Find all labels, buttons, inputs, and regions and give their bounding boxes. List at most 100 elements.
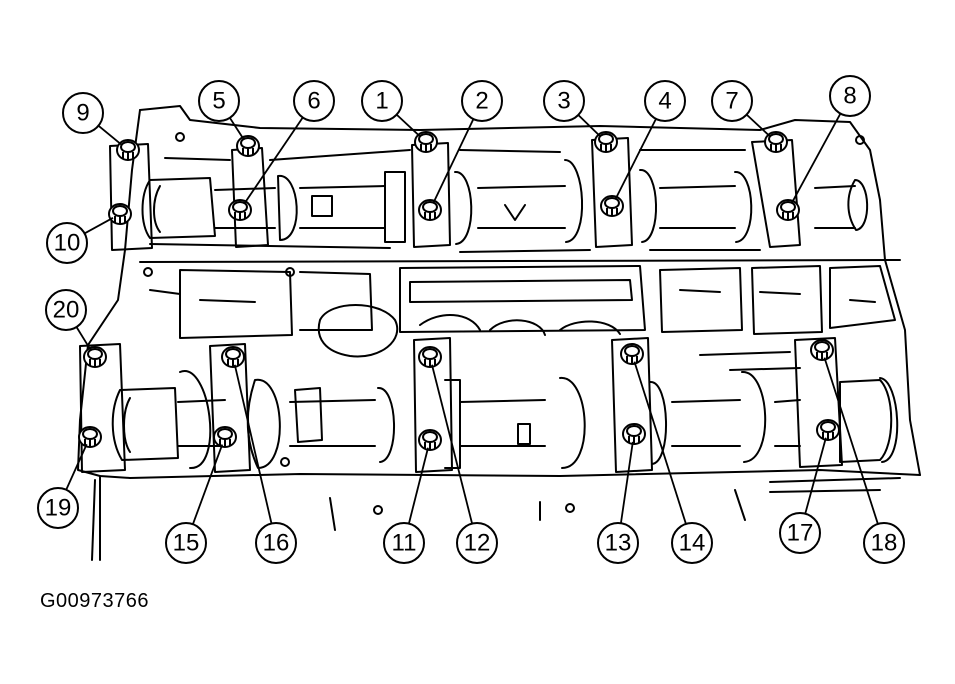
callout-circle <box>45 289 87 331</box>
callout-19: 19 <box>37 487 79 529</box>
callout-9: 9 <box>62 92 104 134</box>
leader-line <box>233 364 273 524</box>
callout-circle <box>863 522 905 564</box>
leader-line <box>65 443 88 491</box>
bolt-head <box>418 429 442 451</box>
leader-line <box>620 441 634 524</box>
leader-line <box>746 113 771 138</box>
callout-circle <box>597 522 639 564</box>
callout-number: 3 <box>557 87 570 114</box>
callout-number: 14 <box>679 529 706 556</box>
callout-circle <box>46 222 88 264</box>
callout-16: 16 <box>255 522 297 564</box>
bolt-head <box>83 346 107 368</box>
callout-8: 8 <box>829 75 871 117</box>
callout-circle <box>543 80 585 122</box>
callout-13: 13 <box>597 522 639 564</box>
callout-number: 15 <box>173 529 200 556</box>
bolt-head <box>600 195 624 217</box>
callout-circle <box>383 522 425 564</box>
callout-number: 10 <box>54 229 81 256</box>
callout-circle <box>829 75 871 117</box>
callout-circle <box>37 487 79 529</box>
bolt-head <box>78 426 102 448</box>
bolt-head <box>108 203 132 225</box>
callout-circle <box>456 522 498 564</box>
leader-line <box>97 125 123 146</box>
leader-line <box>243 117 304 204</box>
bolt-head <box>816 419 840 441</box>
callout-3: 3 <box>543 80 585 122</box>
callout-12: 12 <box>456 522 498 564</box>
leader-line <box>791 113 842 204</box>
callout-number: 17 <box>787 519 814 546</box>
bolt-head <box>228 199 252 221</box>
callout-number: 16 <box>263 529 290 556</box>
callout-11: 11 <box>383 522 425 564</box>
leader-line <box>823 357 879 525</box>
callout-18: 18 <box>863 522 905 564</box>
callout-number: 19 <box>45 494 72 521</box>
callout-circle <box>62 92 104 134</box>
bolt-head <box>594 131 618 153</box>
bolt-head <box>776 199 800 221</box>
leader-line <box>408 447 429 524</box>
bolt-head <box>221 346 245 368</box>
callout-number: 4 <box>658 87 671 114</box>
callout-circle <box>671 522 713 564</box>
bolt-heads <box>78 131 840 451</box>
leader-line <box>84 217 114 235</box>
bolt-head <box>620 343 644 365</box>
leader-line <box>192 444 224 525</box>
callout-circle <box>461 80 503 122</box>
bolt-head <box>622 423 646 445</box>
callout-10: 10 <box>46 222 88 264</box>
callout-circle <box>165 522 207 564</box>
callout-number: 6 <box>307 87 320 114</box>
callout-14: 14 <box>671 522 713 564</box>
leader-line <box>75 326 92 351</box>
callout-5: 5 <box>198 80 240 122</box>
callout-circle <box>293 80 335 122</box>
bolt-head <box>418 199 442 221</box>
bolt-head <box>116 139 140 161</box>
callout-7: 7 <box>711 80 753 122</box>
callout-circle <box>255 522 297 564</box>
callout-number: 7 <box>725 87 738 114</box>
callout-15: 15 <box>165 522 207 564</box>
callout-17: 17 <box>779 512 821 554</box>
bolt-head <box>414 131 438 153</box>
bolt-head <box>810 339 834 361</box>
callout-number: 11 <box>392 529 417 556</box>
leader-line <box>431 364 473 524</box>
leader-line <box>432 118 475 204</box>
callout-number: 20 <box>53 296 80 323</box>
callout-circle <box>711 80 753 122</box>
callout-circle <box>361 80 403 122</box>
leader-line <box>633 361 687 525</box>
callout-circle <box>198 80 240 122</box>
leader-lines <box>65 113 879 525</box>
callout-number: 12 <box>464 529 491 556</box>
callout-circle <box>644 80 686 122</box>
callout-number: 5 <box>212 87 225 114</box>
leader-line <box>804 437 827 514</box>
callout-circle <box>779 512 821 554</box>
leader-line <box>229 117 245 140</box>
bolt-head <box>418 346 442 368</box>
cylinder-head-drawing <box>77 105 921 561</box>
callout-20: 20 <box>45 289 87 331</box>
figure-id: G00973766 <box>40 590 150 612</box>
leader-line <box>396 113 421 138</box>
leader-line <box>577 114 601 138</box>
callout-number: 8 <box>843 82 856 109</box>
callout-2: 2 <box>461 80 503 122</box>
callout-4: 4 <box>644 80 686 122</box>
callout-number: 9 <box>76 99 89 126</box>
callout-number: 18 <box>871 529 898 556</box>
callout-6: 6 <box>293 80 335 122</box>
bolt-head <box>213 426 237 448</box>
callout-1: 1 <box>361 80 403 122</box>
